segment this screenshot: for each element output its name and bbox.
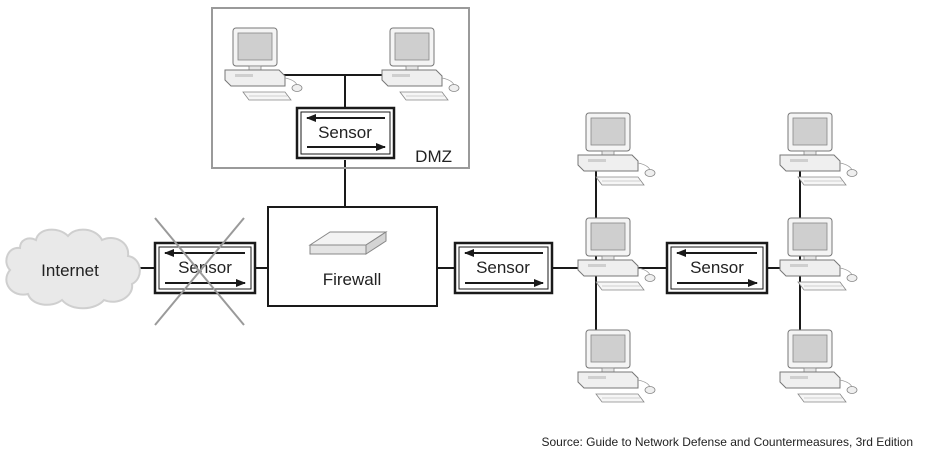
- dmz-zone: [211, 7, 470, 169]
- segment-sensor: Sensor: [665, 241, 769, 295]
- sensor-label: Sensor: [318, 123, 372, 142]
- firewall-label: Firewall: [323, 270, 382, 289]
- lan-right-bottom-computer-icon: [779, 329, 858, 403]
- lan-left-top-computer-icon: [577, 112, 656, 186]
- network-links: [132, 74, 801, 360]
- dmz-label: DMZ: [415, 147, 452, 166]
- internal-sensor: Sensor: [453, 241, 554, 295]
- removed-sensor: Sensor: [153, 217, 257, 326]
- dmz-computer-right-icon: [381, 27, 460, 101]
- sensor-label: Sensor: [690, 258, 744, 277]
- lan-left-bottom-computer-icon: [577, 329, 656, 403]
- firewall: Firewall: [267, 206, 438, 307]
- internet-label: Internet: [41, 261, 99, 280]
- lan-right-middle-computer-icon: [779, 217, 858, 291]
- dmz-computer-left-icon: [224, 27, 303, 101]
- lan-right-top-computer-icon: [779, 112, 858, 186]
- dmz-sensor: Sensor: [295, 106, 396, 160]
- sensor-label: Sensor: [476, 258, 530, 277]
- sensor-removed-label: Sensor: [178, 258, 232, 277]
- lan-left-middle-computer-icon: [577, 217, 656, 291]
- source-caption: Source: Guide to Network Defense and Cou…: [541, 435, 913, 449]
- internet-cloud: Internet: [5, 228, 141, 310]
- firewall-appliance-icon: [308, 231, 388, 255]
